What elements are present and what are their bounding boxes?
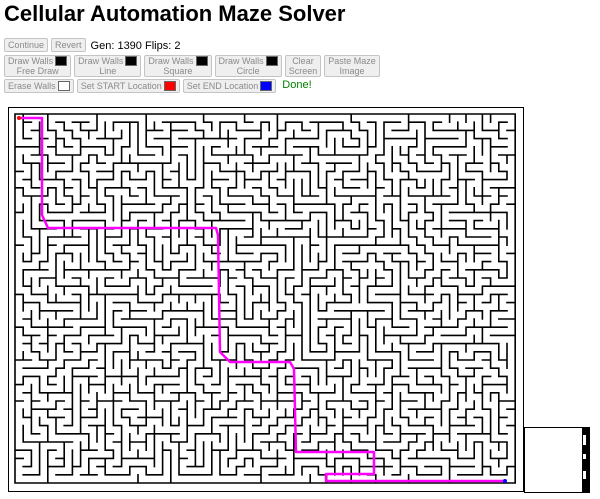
done-status: Done! [282,79,312,91]
draw-line-line2: Line [99,66,117,76]
control-row: Continue Revert Gen: 1390 Flips: 2 [4,38,180,53]
paste-maze-button[interactable]: Paste Maze Image [324,55,380,77]
wall-color-swatch [125,56,138,66]
end-color-swatch [260,81,273,91]
paste-line1: Paste Maze [328,56,376,66]
erase-walls-button[interactable]: Erase Walls [4,79,74,93]
paste-line2: Image [339,66,365,76]
clear-screen-button[interactable]: Clear Screen [284,55,322,77]
continue-label: Continue [8,40,45,50]
draw-line-line1: Draw Walls [78,56,124,66]
maze-walls [14,113,516,484]
wall-color-swatch [195,56,208,66]
clear-line1: Clear [292,56,314,66]
start-color-swatch [163,81,176,91]
erase-color-swatch [57,81,70,91]
draw-free-button[interactable]: Draw Walls Free Draw [4,55,72,77]
draw-square-button[interactable]: Draw Walls Square [144,55,212,77]
draw-free-line1: Draw Walls [8,56,54,66]
wall-color-swatch [55,56,68,66]
tool-row: Draw Walls Free Draw Draw Walls Line Dra… [4,55,383,77]
erase-label: Erase Walls [8,81,56,91]
solution-path [19,116,505,483]
draw-circle-button[interactable]: Draw Walls Circle [214,55,282,77]
page-title: Cellular Automation Maze Solver [4,1,346,26]
preview-canvas [524,427,590,493]
set-end-button[interactable]: Set END Location [182,79,277,93]
draw-square-line1: Draw Walls [148,56,194,66]
end-marker [503,479,507,483]
draw-square-line2: Square [163,66,193,76]
maze-canvas[interactable] [8,107,524,492]
draw-circle-line2: Circle [236,66,260,76]
status-text: Gen: 1390 Flips: 2 [90,40,181,52]
revert-button[interactable]: Revert [51,38,86,52]
end-label: Set END Location [186,81,259,91]
draw-line-button[interactable]: Draw Walls Line [74,55,142,77]
revert-label: Revert [55,40,82,50]
location-row: Erase Walls Set START Location Set END L… [4,79,312,93]
draw-free-line2: Free Draw [16,66,59,76]
start-marker [17,116,21,120]
set-start-button[interactable]: Set START Location [76,79,180,93]
start-label: Set START Location [80,81,162,91]
continue-button[interactable]: Continue [4,38,49,52]
wall-color-swatch [265,56,278,66]
clear-line2: Screen [288,66,318,76]
draw-circle-line1: Draw Walls [218,56,264,66]
maze-wall-lines [14,113,516,484]
